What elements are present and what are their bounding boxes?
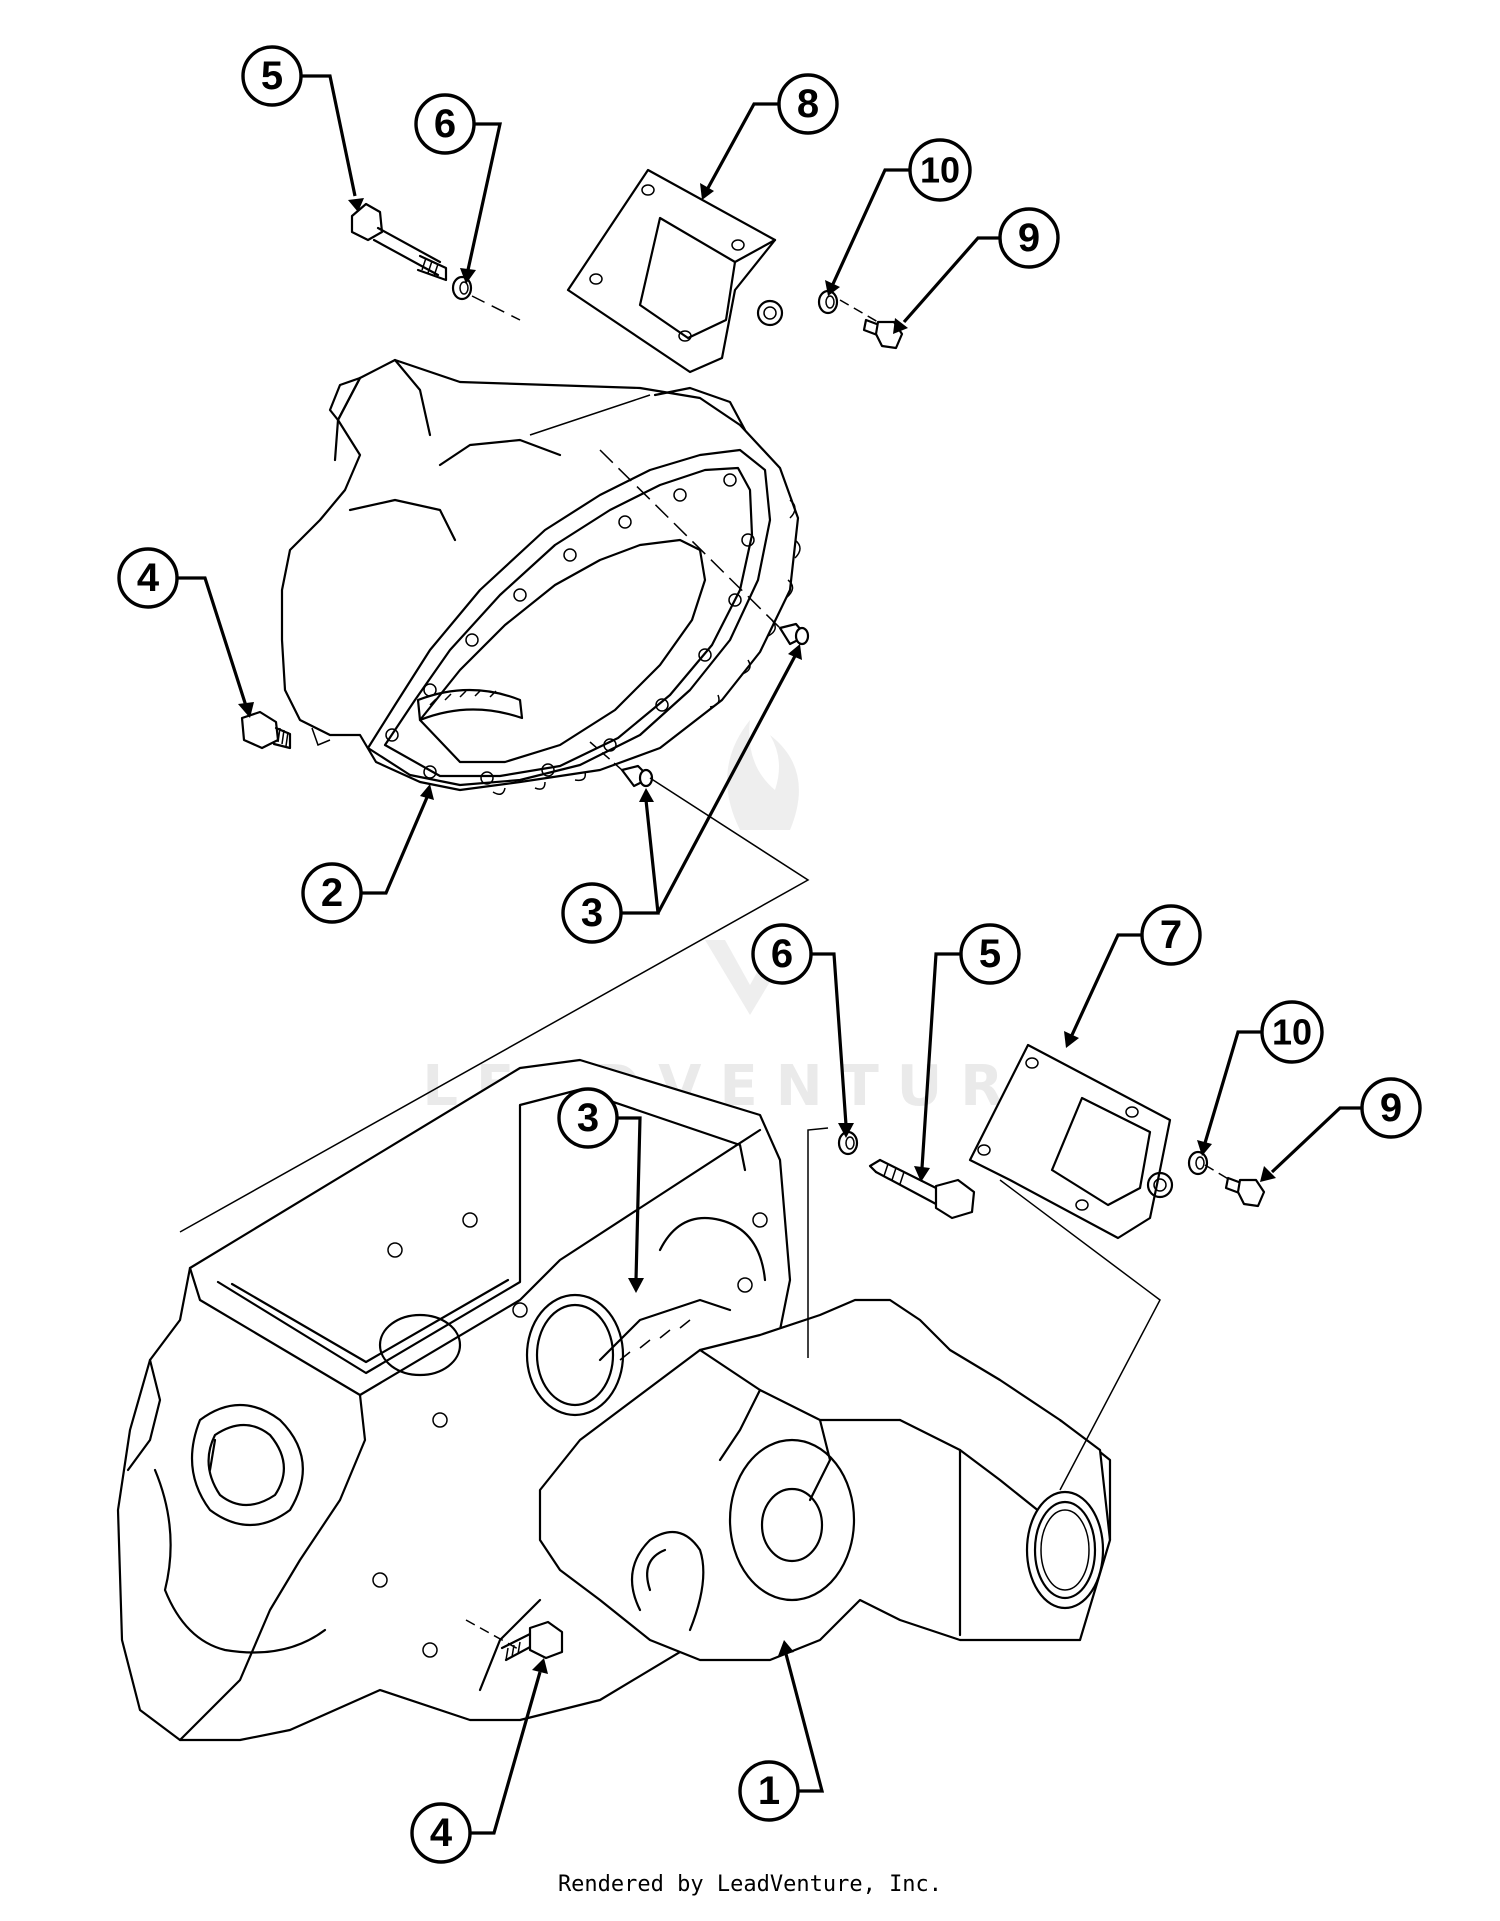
callout-10-top: 10	[908, 138, 972, 202]
callout-4-top: 4	[117, 547, 179, 609]
assembly-lines-bottom	[465, 1127, 1231, 1651]
assembly-lines-top	[179, 295, 879, 1233]
callout-5-top: 5	[241, 45, 303, 107]
callout-9-bottom: 9	[1360, 1077, 1422, 1139]
part-6-washer-top	[451, 275, 473, 301]
callout-7-label: 7	[1160, 913, 1182, 957]
callout-4-bottom-label: 4	[430, 1811, 453, 1855]
callout-3-top-label: 3	[581, 891, 603, 935]
part-4-bolt-bottom	[500, 1620, 564, 1662]
callout-4-bottom: 4	[410, 1802, 472, 1864]
callout-7: 7	[1140, 904, 1202, 966]
part-5-bolt-bottom	[868, 1158, 976, 1220]
callout-9-top-label: 9	[1018, 216, 1040, 260]
part-4-bolt-top	[240, 710, 292, 750]
callout-6-bottom-label: 6	[771, 932, 793, 976]
footer-credit: Rendered by LeadVenture, Inc.	[557, 1872, 943, 1897]
callout-10-bottom: 10	[1260, 1000, 1324, 1064]
part-6-washer-bottom	[837, 1130, 859, 1156]
leader-lines	[177, 74, 1362, 1835]
callout-3-bottom: 3	[557, 1087, 619, 1149]
callout-5-bottom: 5	[959, 923, 1021, 985]
callout-2-label: 2	[321, 871, 343, 915]
callout-5-top-label: 5	[261, 54, 283, 98]
part-1-transmission-case	[116, 1058, 1112, 1742]
callout-3-bottom-label: 3	[577, 1096, 599, 1140]
callout-6-bottom: 6	[751, 923, 813, 985]
callout-8-label: 8	[797, 82, 819, 126]
callout-2: 2	[301, 862, 363, 924]
part-9-bolt-bottom	[1224, 1176, 1266, 1208]
part-7-cover-plate	[968, 1043, 1174, 1240]
part-2-housing	[280, 358, 801, 795]
part-5-bolt-top	[350, 202, 448, 282]
part-3-dowel-pins-top	[620, 622, 810, 788]
callout-10-top-label: 10	[920, 150, 960, 191]
callout-5-bottom-label: 5	[979, 932, 1001, 976]
callout-1-label: 1	[758, 1769, 780, 1813]
callout-10-bottom-label: 10	[1272, 1012, 1312, 1053]
callout-6-top-label: 6	[434, 102, 456, 146]
callout-3-top: 3	[561, 882, 623, 944]
part-10-washer-bottom	[1187, 1150, 1209, 1176]
callout-8: 8	[777, 73, 839, 135]
callout-9-bottom-label: 9	[1380, 1086, 1402, 1130]
part-8-cover-plate	[566, 168, 784, 374]
callout-1: 1	[738, 1760, 800, 1822]
callout-9-top: 9	[998, 207, 1060, 269]
callout-4-top-label: 4	[137, 556, 160, 600]
callout-6-top: 6	[414, 93, 476, 155]
